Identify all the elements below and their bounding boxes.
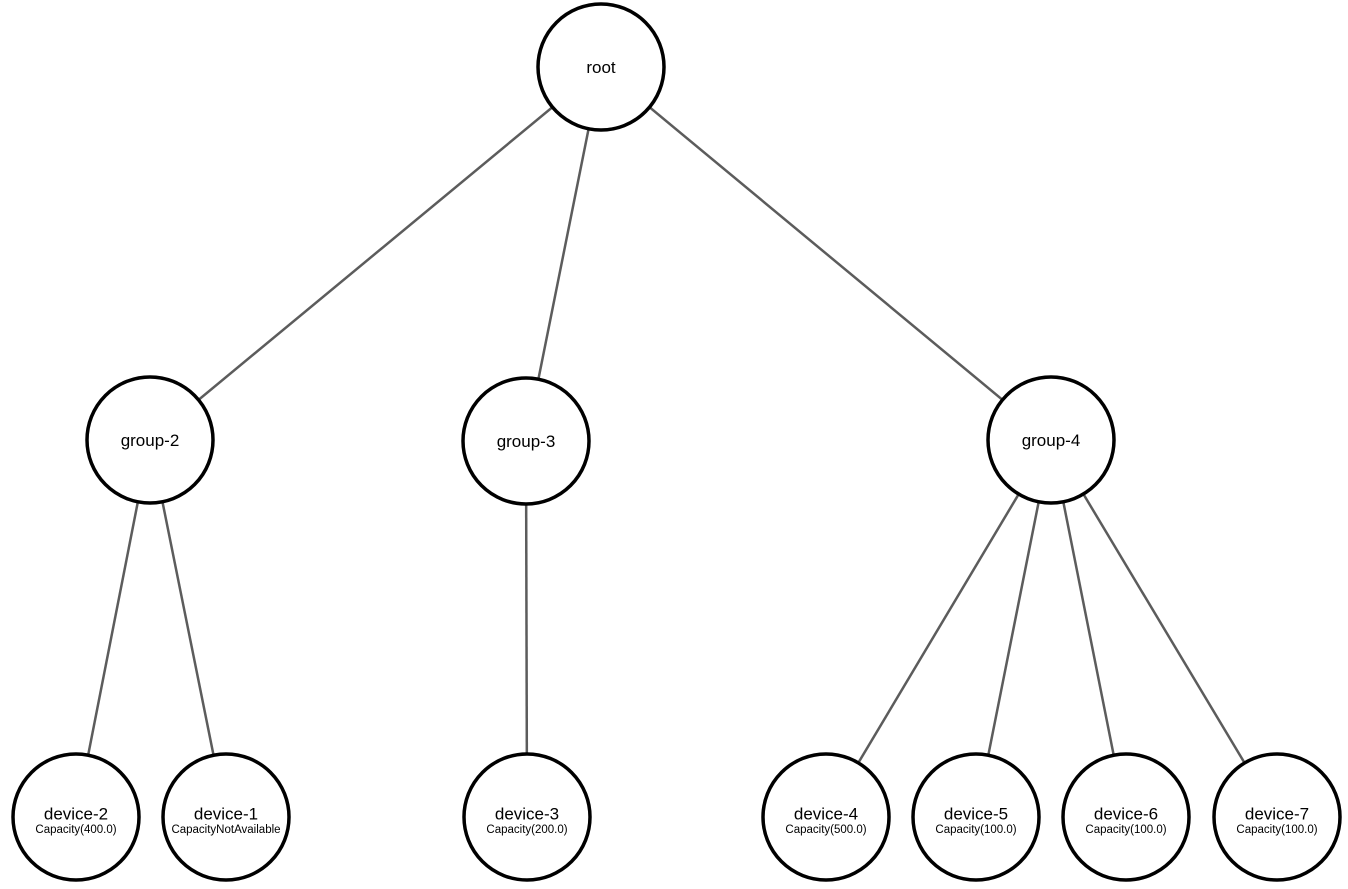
node-sublabel-device-1: CapacityNotAvailable xyxy=(171,824,280,836)
node-label-device-3: device-3 xyxy=(495,805,559,824)
node-label-device-7: device-7 xyxy=(1245,805,1309,824)
node-circle-device-4[interactable] xyxy=(761,752,891,882)
node-group-4: group-4 xyxy=(986,375,1116,505)
node-sublabel-device-4: Capacity(500.0) xyxy=(785,824,866,836)
node-circle-device-2[interactable] xyxy=(11,752,141,882)
node-label-group-2: group-2 xyxy=(121,431,180,450)
node-circle-group-2[interactable] xyxy=(85,375,215,505)
node-circle-device-6[interactable] xyxy=(1061,752,1191,882)
edge-root-group-2 xyxy=(149,66,602,441)
node-label-device-6: device-6 xyxy=(1094,805,1158,824)
node-sublabel-device-2: Capacity(400.0) xyxy=(35,824,116,836)
node-sublabel-device-3: Capacity(200.0) xyxy=(486,824,567,836)
node-label-device-1: device-1 xyxy=(194,805,258,824)
node-label-device-2: device-2 xyxy=(44,805,108,824)
node-sublabel-device-5: Capacity(100.0) xyxy=(935,824,1016,836)
edge-root-group-4 xyxy=(600,66,1052,441)
node-group-2: group-2 xyxy=(85,375,215,505)
node-label-device-5: device-5 xyxy=(944,805,1008,824)
node-sublabel-device-6: Capacity(100.0) xyxy=(1085,824,1166,836)
node-circle-device-7[interactable] xyxy=(1212,752,1342,882)
node-label-group-3: group-3 xyxy=(497,432,556,451)
node-label-device-4: device-4 xyxy=(794,805,858,824)
node-circle-group-3[interactable] xyxy=(461,376,591,506)
node-circle-group-4[interactable] xyxy=(986,375,1116,505)
edge-group-4-device-4 xyxy=(824,439,1053,818)
node-circle-device-5[interactable] xyxy=(911,752,1041,882)
node-sublabel-device-7: Capacity(100.0) xyxy=(1236,824,1317,836)
node-label-group-4: group-4 xyxy=(1022,431,1081,450)
node-circle-device-1[interactable] xyxy=(161,752,291,882)
node-label-root: root xyxy=(586,58,616,77)
edge-group-4-device-7 xyxy=(1049,439,1279,818)
node-root: root xyxy=(536,2,666,132)
node-circle-device-3[interactable] xyxy=(462,752,592,882)
node-circle-root[interactable] xyxy=(536,2,666,132)
node-group-3: group-3 xyxy=(461,376,591,506)
